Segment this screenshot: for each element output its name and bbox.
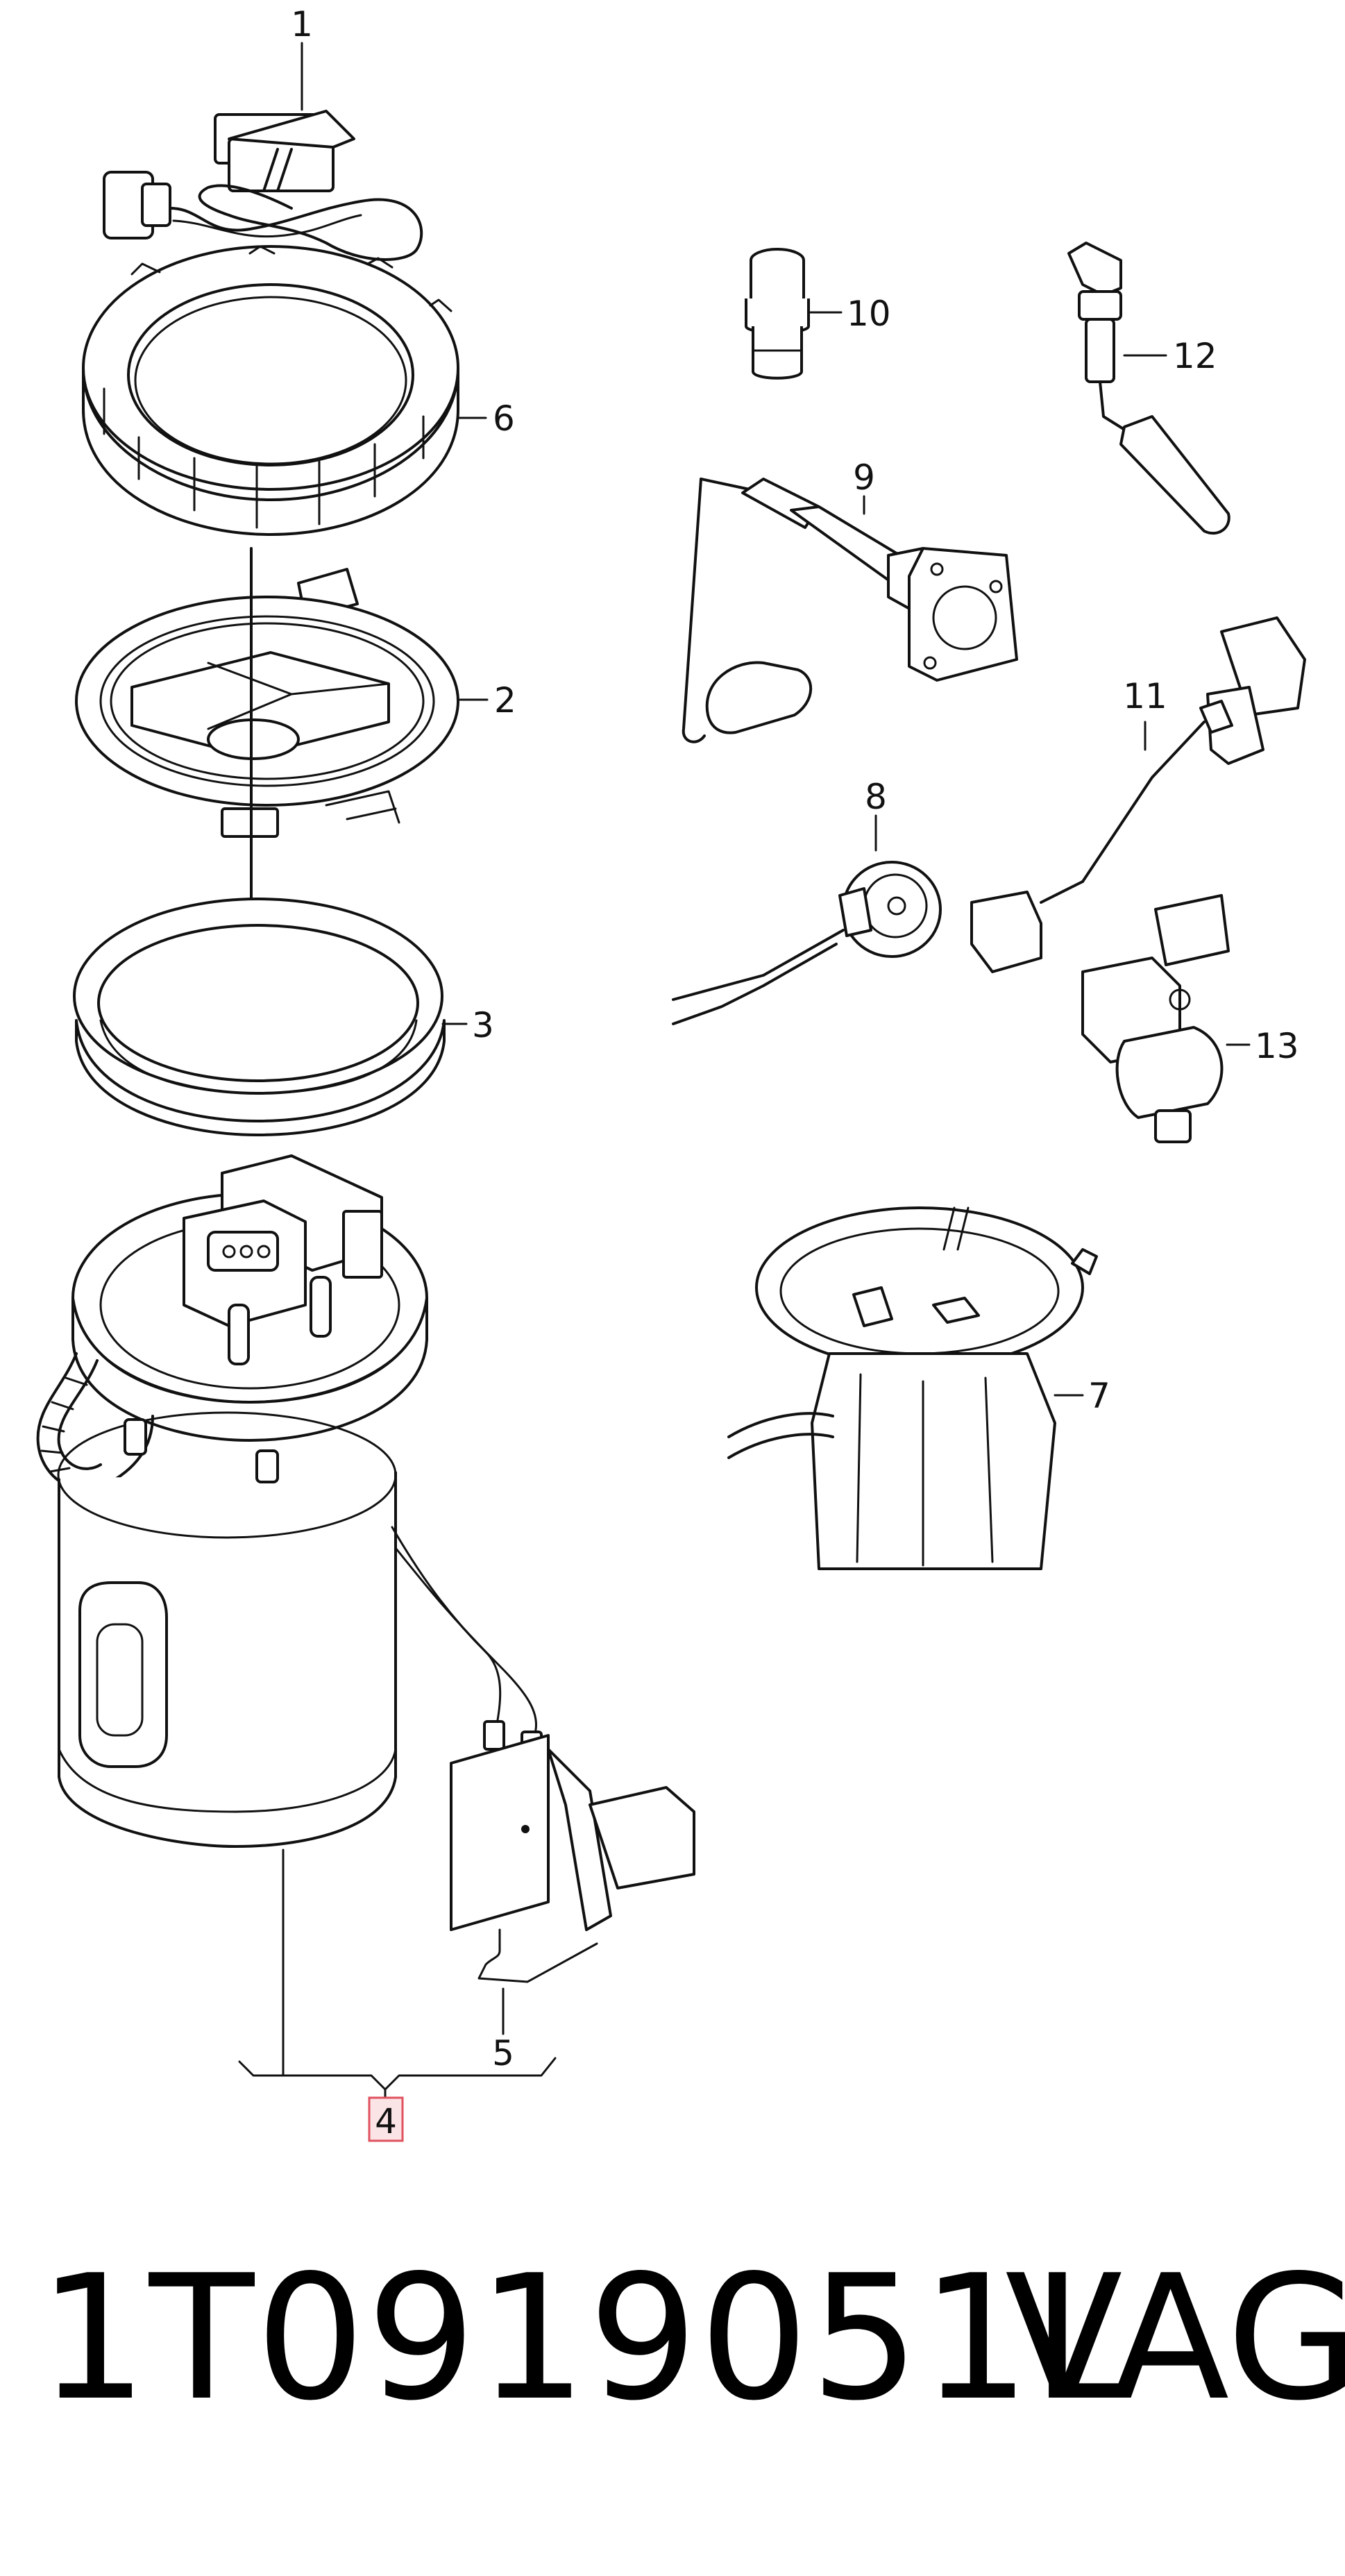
callout-2[interactable]: 2 xyxy=(494,680,516,721)
callout-11[interactable]: 11 xyxy=(1123,676,1167,716)
part-12-sensor xyxy=(1067,242,1230,535)
callout-13[interactable]: 13 xyxy=(1255,1026,1299,1066)
part-11-sensor-cable xyxy=(970,616,1306,973)
callout-9[interactable]: 9 xyxy=(853,457,875,498)
brand-label: VAG xyxy=(1005,2239,1345,2439)
part-number-label: 1T0919051L xyxy=(38,2239,1129,2439)
callout-12[interactable]: 12 xyxy=(1173,336,1217,376)
callout-7[interactable]: 7 xyxy=(1088,1376,1110,1416)
callout-1[interactable]: 1 xyxy=(291,4,313,44)
part-10-valve xyxy=(745,248,810,380)
part-3-seal-ring xyxy=(73,898,446,1136)
part-7-tank-flange xyxy=(727,1206,1098,1570)
part-13-regulator xyxy=(1081,894,1230,1143)
part-8-damper xyxy=(672,861,942,1025)
part-9-tank-sender xyxy=(682,478,1018,743)
part-6-locking-ring xyxy=(82,245,459,536)
callout-3[interactable]: 3 xyxy=(472,1005,494,1045)
part-2-flange-plate xyxy=(75,568,459,838)
callout-10[interactable]: 10 xyxy=(847,294,891,334)
part-4-fuel-pump-module xyxy=(36,1154,543,1848)
part-5-level-sensor xyxy=(450,1734,695,1983)
callout-6[interactable]: 6 xyxy=(493,398,515,439)
exploded-parts-diagram: 1 6 2 3 xyxy=(36,4,1306,2142)
part-1-wiring-harness xyxy=(103,110,423,261)
callout-4-highlight xyxy=(368,2096,404,2142)
callout-8[interactable]: 8 xyxy=(865,777,887,817)
callout-4[interactable]: 4 xyxy=(375,2101,397,2141)
callout-5[interactable]: 5 xyxy=(492,2033,514,2073)
